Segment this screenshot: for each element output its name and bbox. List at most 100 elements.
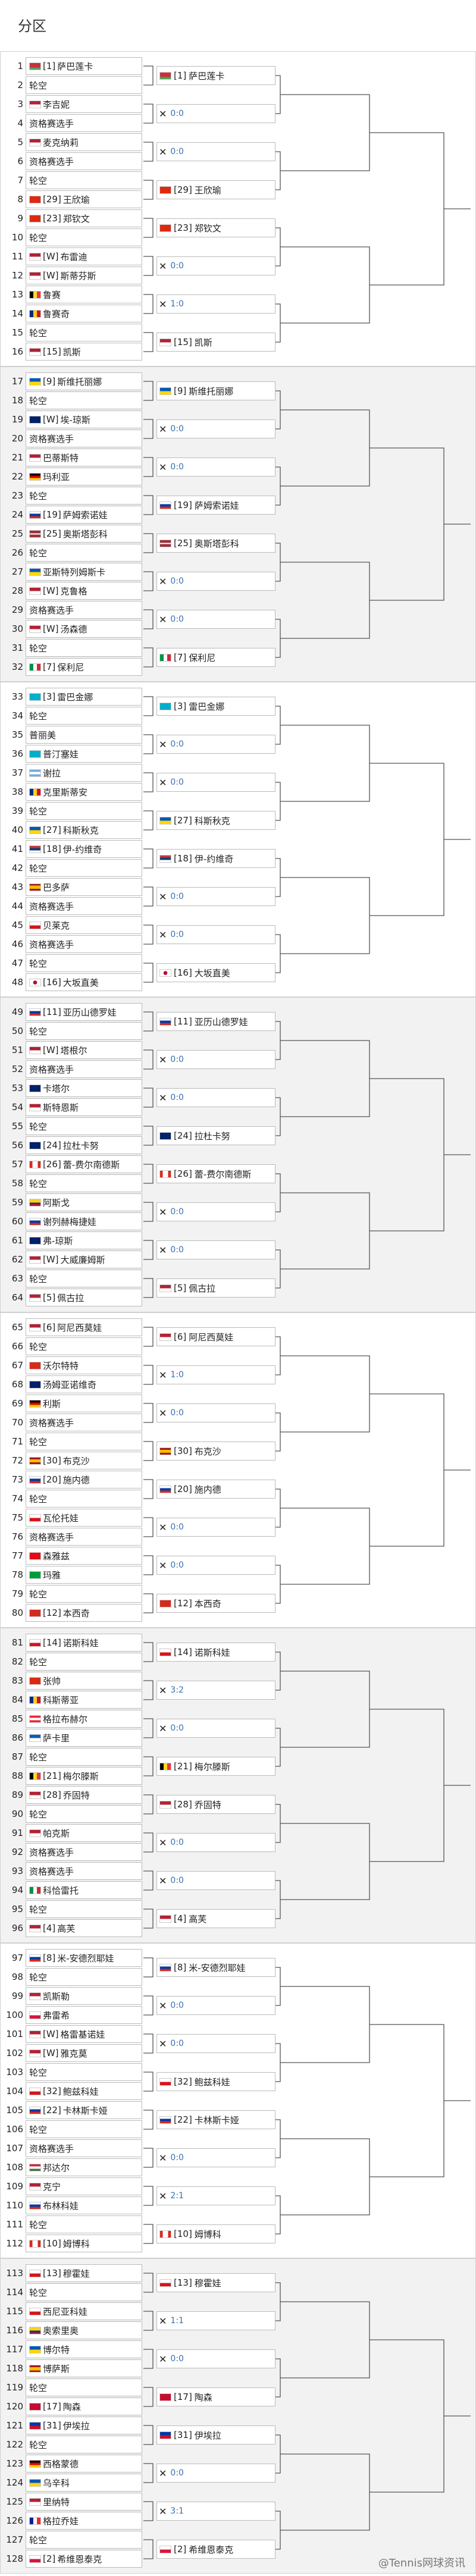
draw-line[interactable]: 128[2]希维恩泰克 xyxy=(3,2549,142,2568)
match-score[interactable]: ✕0:0 xyxy=(159,1052,224,1067)
draw-line[interactable]: 32[7]保利尼 xyxy=(3,657,142,676)
round2-slot[interactable] xyxy=(156,1996,275,2015)
draw-line[interactable]: 81[14]诺斯科娃 xyxy=(3,1633,142,1652)
round2-slot[interactable]: [17]陶森 xyxy=(156,2387,275,2406)
match-score[interactable]: ✕0:0 xyxy=(159,889,224,904)
match-score[interactable]: ✕0:0 xyxy=(159,1090,224,1105)
round2-slot[interactable] xyxy=(156,2464,275,2483)
round2-slot[interactable] xyxy=(156,1365,275,1384)
round2-slot[interactable]: [22]卡林斯卡娅 xyxy=(156,2110,275,2129)
round2-slot[interactable] xyxy=(156,1403,275,1422)
match-score[interactable]: ✕0:0 xyxy=(159,422,224,436)
match-score[interactable]: ✕0:0 xyxy=(159,574,224,588)
round2-slot[interactable] xyxy=(156,925,275,944)
round2-slot[interactable]: [14]诺斯科娃 xyxy=(156,1643,275,1662)
match-score[interactable]: ✕0:0 xyxy=(159,106,224,121)
draw-line[interactable]: 19[W]埃-琼斯 xyxy=(3,410,142,429)
round2-slot[interactable]: [26]蕾-费尔南德斯 xyxy=(156,1164,275,1183)
match-score[interactable]: ✕0:0 xyxy=(159,1873,224,1888)
draw-line[interactable]: 28[W]克鲁格 xyxy=(3,581,142,600)
draw-line[interactable]: 88[21]梅尔滕斯 xyxy=(3,1766,142,1785)
draw-line[interactable]: 121[31]伊埃拉 xyxy=(3,2416,142,2435)
match-score[interactable]: ✕2:1 xyxy=(159,2189,224,2203)
draw-line[interactable]: 105[22]卡林斯卡娅 xyxy=(3,2101,142,2120)
draw-line[interactable]: 120[17]陶森 xyxy=(3,2397,142,2416)
round2-slot[interactable]: [30]布克沙 xyxy=(156,1441,275,1461)
round2-slot[interactable] xyxy=(156,1833,275,1852)
match-score[interactable]: ✕0:0 xyxy=(159,1205,224,1219)
draw-line[interactable]: 8[29]王欣瑜 xyxy=(3,190,142,209)
draw-line[interactable]: 49[11]亚历山德罗娃 xyxy=(3,1002,142,1021)
match-score[interactable]: ✕0:0 xyxy=(159,1835,224,1850)
round2-slot[interactable] xyxy=(156,2502,275,2521)
match-score[interactable]: ✕0:0 xyxy=(159,2352,224,2366)
draw-line[interactable]: 1[1]萨巴莲卡 xyxy=(3,57,142,76)
round2-slot[interactable] xyxy=(156,1556,275,1575)
round2-slot[interactable] xyxy=(156,457,275,477)
round2-slot[interactable] xyxy=(156,1088,275,1107)
round2-slot[interactable]: [9]斯维托丽娜 xyxy=(156,381,275,400)
match-score[interactable]: ✕0:0 xyxy=(159,737,224,751)
draw-line[interactable]: 40[27]科斯秋克 xyxy=(3,820,142,839)
round2-slot[interactable] xyxy=(156,2349,275,2368)
round2-slot[interactable]: [21]梅尔滕斯 xyxy=(156,1757,275,1776)
round2-slot[interactable] xyxy=(156,142,275,161)
round2-slot[interactable]: [23]郑钦文 xyxy=(156,218,275,237)
round2-slot[interactable]: [31]伊埃拉 xyxy=(156,2425,275,2445)
draw-line[interactable]: 101[W]格雷基诺娃 xyxy=(3,2025,142,2044)
draw-line[interactable]: 56[24]拉杜卡努 xyxy=(3,1136,142,1155)
round2-slot[interactable]: [5]佩古拉 xyxy=(156,1278,275,1298)
draw-line[interactable]: 11[W]布雷迪 xyxy=(3,247,142,266)
draw-line[interactable]: 17[9]斯维托丽娜 xyxy=(3,372,142,391)
draw-line[interactable]: 25[25]奥斯塔彭科 xyxy=(3,524,142,543)
round2-slot[interactable]: [10]姆博科 xyxy=(156,2224,275,2243)
round2-slot[interactable] xyxy=(156,887,275,906)
draw-line[interactable]: 112[10]姆博科 xyxy=(3,2234,142,2253)
draw-line[interactable]: 96[4]高芙 xyxy=(3,1919,142,1938)
round2-slot[interactable] xyxy=(156,2186,275,2205)
draw-line[interactable]: 12[W]斯蒂芬斯 xyxy=(3,266,142,285)
